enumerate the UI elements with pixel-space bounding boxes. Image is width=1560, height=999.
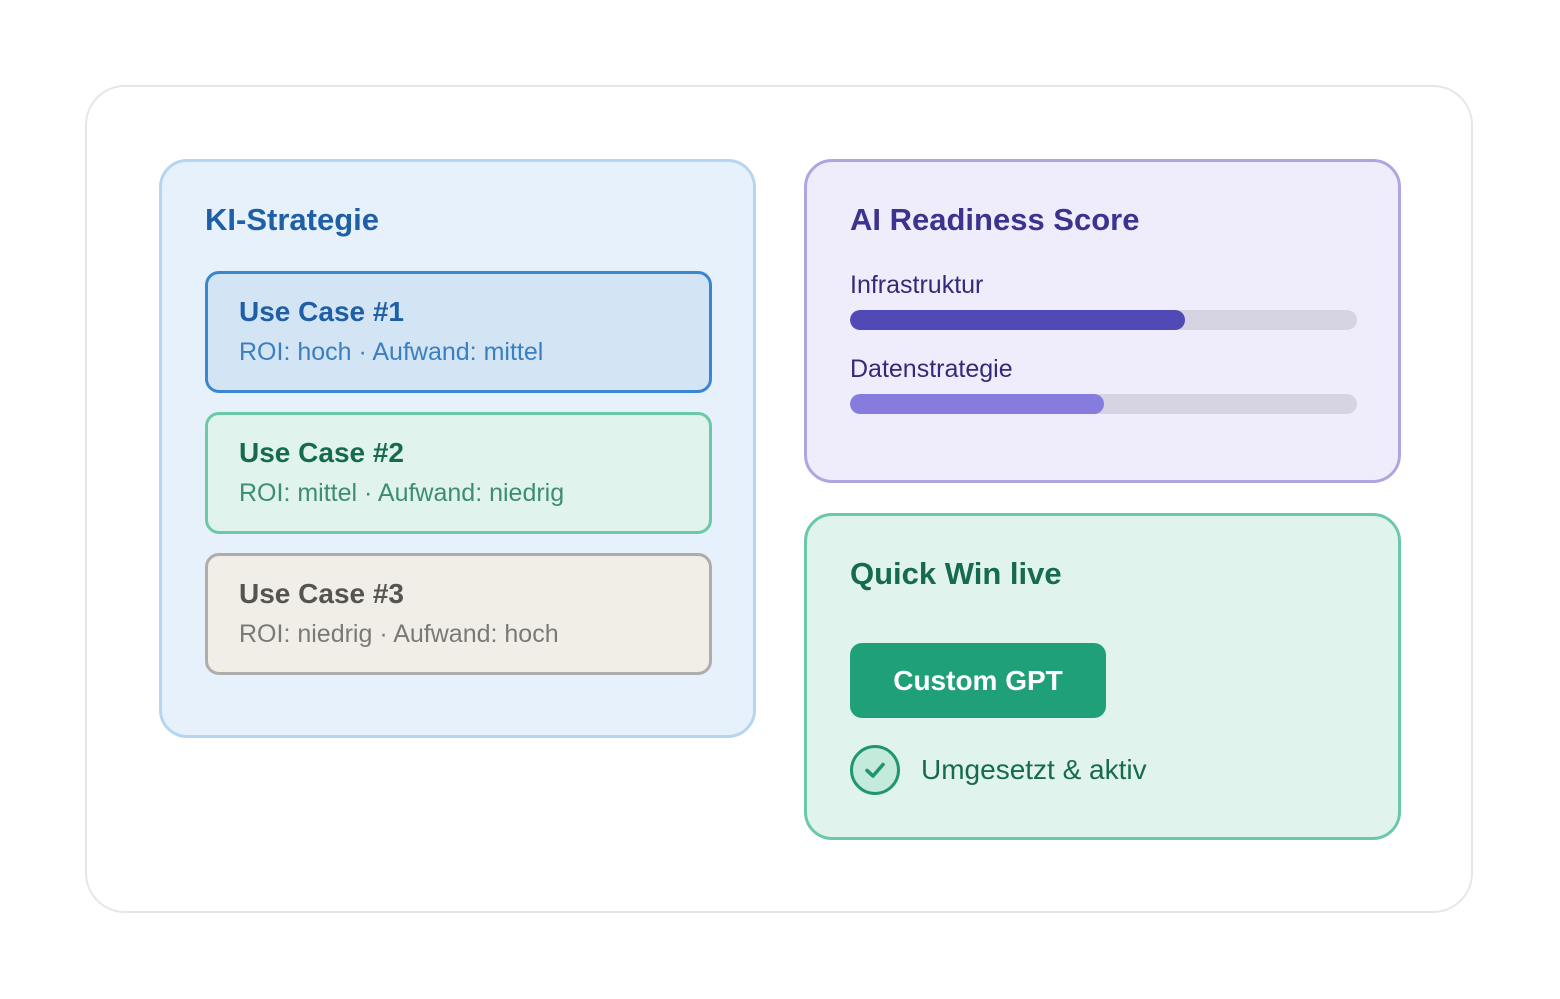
use-case-card-2[interactable]: Use Case #2 ROI: mittel · Aufwand: niedr… — [205, 412, 712, 534]
readiness-panel: AI Readiness Score Infrastruktur Datenst… — [804, 159, 1401, 483]
use-case-card-1[interactable]: Use Case #1 ROI: hoch · Aufwand: mittel — [205, 271, 712, 393]
status-row: Umgesetzt & aktiv — [850, 742, 1147, 798]
progress-track-data-strategy — [850, 394, 1357, 414]
use-case-title: Use Case #1 — [239, 296, 405, 327]
progress-fill-data-strategy — [850, 394, 1104, 414]
use-case-title: Use Case #3 — [239, 578, 405, 609]
use-case-card-3[interactable]: Use Case #3 ROI: niedrig · Aufwand: hoch — [205, 553, 712, 675]
custom-gpt-button[interactable]: Custom GPT — [850, 643, 1106, 718]
check-icon — [850, 745, 900, 795]
readiness-title: AI Readiness Score — [850, 202, 1140, 237]
quickwin-title: Quick Win live — [850, 556, 1062, 591]
use-case-title: Use Case #2 — [239, 437, 405, 468]
metric-label-infrastructure: Infrastruktur — [850, 271, 984, 299]
status-text: Umgesetzt & aktiv — [921, 754, 1147, 785]
use-case-meta: ROI: niedrig · Aufwand: hoch — [239, 620, 559, 648]
use-case-meta: ROI: mittel · Aufwand: niedrig — [239, 479, 565, 507]
progress-track-infrastructure — [850, 310, 1357, 330]
strategy-title: KI-Strategie — [205, 202, 379, 237]
progress-fill-infrastructure — [850, 310, 1185, 330]
quickwin-panel: Quick Win live Custom GPT Umgesetzt & ak… — [804, 513, 1401, 840]
metric-label-data-strategy: Datenstrategie — [850, 355, 1013, 383]
use-case-meta: ROI: hoch · Aufwand: mittel — [239, 338, 544, 366]
strategy-panel: KI-Strategie Use Case #1 ROI: hoch · Auf… — [159, 159, 756, 738]
